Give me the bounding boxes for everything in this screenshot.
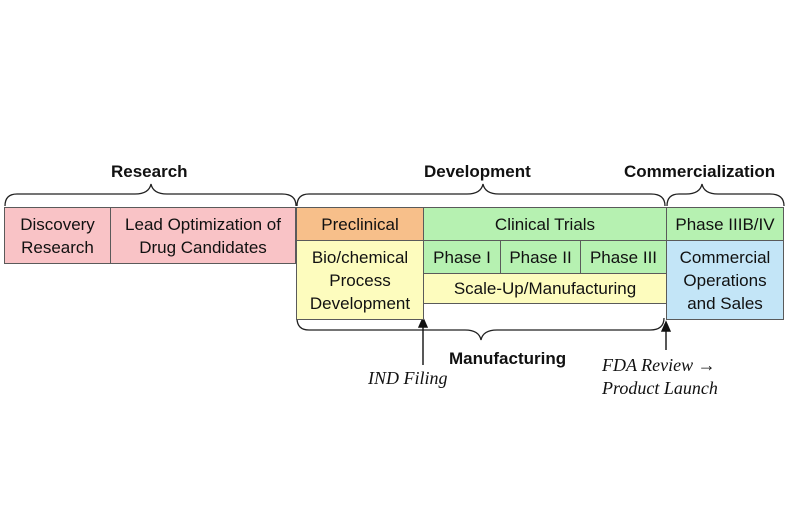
commercial-ops-text: Commercial Operations and Sales <box>679 247 771 313</box>
development-label: Development <box>424 162 531 181</box>
phase-1-text: Phase I <box>433 247 491 267</box>
manufacturing-label: Manufacturing <box>449 349 567 368</box>
product-launch-note: Product Launch <box>602 378 718 398</box>
fda-review-note: FDA Review → <box>602 355 716 375</box>
preclinical-text: Preclinical <box>321 214 399 234</box>
fda-review-arrow <box>660 320 672 350</box>
phase-2-box: Phase II <box>500 240 581 274</box>
clinical-trials-box: Clinical Trials <box>423 207 667 241</box>
discovery-research-text: Discovery Research <box>20 214 95 257</box>
ind-filing-note: IND Filing <box>368 368 448 388</box>
commercialization-brace <box>666 183 785 207</box>
process-development-text: Bio/chemical Process Development <box>309 247 411 313</box>
preclinical-box: Preclinical <box>296 207 424 241</box>
phase-iiib-iv-text: Phase IIIB/IV <box>675 214 775 234</box>
phase-3-box: Phase III <box>580 240 667 274</box>
clinical-trials-text: Clinical Trials <box>494 214 596 234</box>
manufacturing-brace <box>296 317 665 341</box>
scale-up-box: Scale-Up/Manufacturing <box>423 273 667 304</box>
phase-3-text: Phase III <box>589 247 658 267</box>
research-brace <box>4 183 297 207</box>
phase-1-box: Phase I <box>423 240 501 274</box>
research-label: Research <box>111 162 188 181</box>
commercial-ops-box: Commercial Operations and Sales <box>666 240 784 320</box>
phase-2-text: Phase II <box>509 247 572 267</box>
lead-optimization-box: Lead Optimization of Drug Candidates <box>110 207 296 264</box>
lead-optimization-text: Lead Optimization of Drug Candidates <box>125 214 281 257</box>
process-development-box: Bio/chemical Process Development <box>296 240 424 320</box>
ind-filing-arrow <box>417 316 429 365</box>
scale-up-text: Scale-Up/Manufacturing <box>453 279 637 298</box>
discovery-research-box: Discovery Research <box>4 207 111 264</box>
phase-iiib-iv-box: Phase IIIB/IV <box>666 207 784 241</box>
commercialization-label: Commercialization <box>624 162 776 181</box>
development-brace <box>296 183 666 207</box>
